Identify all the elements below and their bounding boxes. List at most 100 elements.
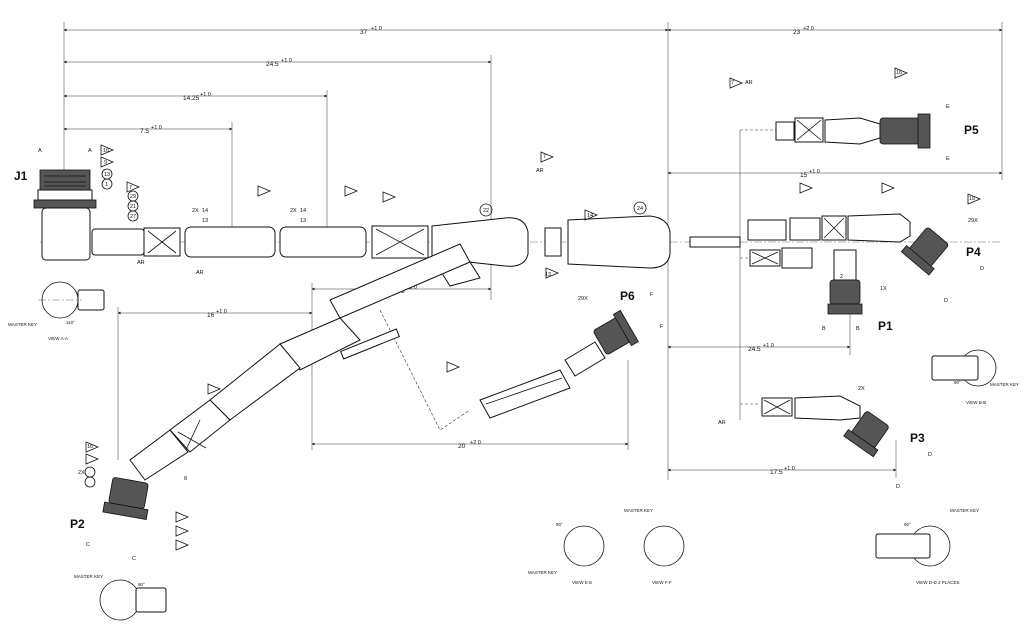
view-b-b: VIEW B-B MASTER KEY 90° — [931, 349, 1019, 405]
dim-20: 20 — [458, 443, 466, 450]
main-trunk — [40, 215, 1000, 269]
callout-junction-7: 7 — [543, 154, 546, 160]
p5-label: P5 — [964, 123, 979, 137]
view-d-label: VIEW D-D 2 PLACES — [916, 580, 960, 585]
section-markers: A A B B C C D D D D E E F F — [38, 104, 984, 562]
callout-22: 22 — [483, 208, 489, 214]
section-f-top: F — [650, 292, 654, 298]
view-d-angle: 90° — [904, 522, 911, 527]
view-b-master-key: MASTER KEY — [990, 382, 1019, 387]
dim-7-5: 7.5 — [140, 128, 149, 135]
callout-p4-29x: 29X — [968, 218, 978, 224]
section-e-bottom: E — [946, 156, 950, 162]
view-d-master-key: MASTER KEY — [950, 508, 979, 513]
view-a-label: VIEW A-A — [48, 336, 68, 341]
dim-17-5: 17.5 — [770, 469, 783, 476]
view-c-master-key: MASTER KEY — [74, 574, 103, 579]
section-c-right: C — [132, 556, 136, 562]
p5-branch: P5 — [740, 113, 979, 149]
dim-17-5-tol: +1 0 — [784, 466, 795, 472]
view-c-angle: 90° — [138, 582, 145, 587]
dim-23-tol: +2 0 — [803, 26, 814, 32]
section-b-left: B — [822, 326, 826, 332]
section-e-top: E — [946, 104, 950, 110]
section-d-p4-left: D — [944, 298, 948, 304]
view-f-master-key: MASTER KEY — [624, 508, 653, 513]
view-e-label: VIEW E-E — [572, 580, 592, 585]
callout-j1-1: 1 — [105, 182, 108, 188]
view-a-a: VIEW A-A MASTER KEY 110° — [8, 281, 105, 341]
view-a-angle: 110° — [66, 320, 75, 325]
callout-seg1-13: 13 — [202, 218, 208, 224]
view-f-f: VIEW F-F MASTER KEY — [624, 508, 685, 585]
callout-j1-16: 16 — [103, 148, 109, 154]
callout-p3-2x: 2X — [858, 386, 865, 392]
dim-15-tol: +1 0 — [809, 169, 820, 175]
section-b-right: B — [856, 326, 860, 332]
callout-seg2-2x: 2X — [290, 208, 297, 214]
p3-branch: P3 — [740, 395, 925, 458]
callout-p3-ar: AR — [718, 420, 726, 426]
callout-ar-j1: AR — [137, 260, 145, 266]
section-d-p3-right: D — [928, 452, 932, 458]
section-d-p3-left: D — [896, 484, 900, 490]
callout-seg2-13: 13 — [300, 218, 306, 224]
dim-16: 16 — [207, 312, 215, 319]
callout-p5-ar: AR — [745, 80, 753, 86]
dim-20-tol: +2 0 — [470, 440, 481, 446]
callout-j1-29: 29 — [130, 194, 136, 200]
callout-seg2-14: 14 — [300, 208, 306, 214]
callout-seg1-2x: 2X — [192, 208, 199, 214]
callout-24: 24 — [637, 206, 643, 212]
view-f-label: VIEW F-F — [652, 580, 672, 585]
p1-branch: P1 — [740, 247, 893, 333]
dim-14-25: 14.25 — [183, 95, 200, 102]
p6-label: P6 — [620, 289, 635, 303]
dim-9-75-tol: +1 0 — [406, 285, 417, 291]
j1-label: J1 — [14, 169, 28, 183]
p4-label: P4 — [966, 245, 981, 259]
callout-j1-7: 7 — [129, 185, 132, 191]
view-b-label: VIEW B-B — [966, 400, 986, 405]
callout-p1-1x: 1X — [880, 286, 887, 292]
callout-p5-16: 16 — [896, 70, 902, 76]
dim-overall-tol: +1 0 — [371, 26, 382, 32]
callout-j1-27: 27 — [130, 214, 136, 220]
view-c-c: MASTER KEY 90° — [74, 574, 167, 621]
callout-junction-ar: AR — [536, 168, 544, 174]
callout-texts: 16 9 13 1 7 29 21 27 2X 14 13 2X 14 13 2… — [78, 70, 978, 482]
p2-label: P2 — [70, 517, 85, 531]
callout-p4-16: 16 — [969, 196, 975, 202]
callout-p1-2: 2 — [840, 274, 843, 280]
callout-p2-2x: 2X — [78, 470, 85, 476]
callout-j1-13: 13 — [104, 172, 110, 178]
p4-branch: P4 — [747, 213, 981, 276]
callout-j1-21: 21 — [130, 204, 136, 210]
callout-p6-13: 13 — [545, 272, 551, 278]
dim-24-5-right-tol: +1 0 — [763, 343, 774, 349]
p2-branch: P2 — [70, 243, 471, 531]
dim-15: 15 — [800, 172, 808, 179]
callout-p2-8: 8 — [184, 476, 187, 482]
callout-j1-9: 9 — [104, 160, 107, 166]
callout-ar-33: AR — [196, 270, 204, 276]
p3-label: P3 — [910, 431, 925, 445]
p6-branch: P6 — [379, 261, 639, 431]
section-c-left: C — [86, 542, 90, 548]
view-e-e: VIEW E-E MASTER KEY 90° — [528, 522, 605, 585]
dim-7-5-tol: +1 0 — [151, 125, 162, 131]
section-a-left: A — [38, 148, 42, 154]
dim-16-tol: +1 0 — [216, 309, 227, 315]
view-a-master-key: MASTER KEY — [8, 322, 37, 327]
view-e-angle: 90° — [556, 522, 563, 527]
dim-14-25-tol: +1 0 — [200, 92, 211, 98]
view-e-master-key: MASTER KEY — [528, 570, 557, 575]
view-b-angle: 90° — [954, 380, 961, 385]
dim-24-5-top: 24.5 — [266, 61, 279, 68]
j1-connector: J1 — [14, 169, 97, 261]
callout-p2-16: 16 — [87, 444, 93, 450]
callout-14: 14 — [587, 213, 593, 219]
callout-seg1-14: 14 — [202, 208, 208, 214]
dim-24-5-right: 24.5 — [748, 346, 761, 353]
